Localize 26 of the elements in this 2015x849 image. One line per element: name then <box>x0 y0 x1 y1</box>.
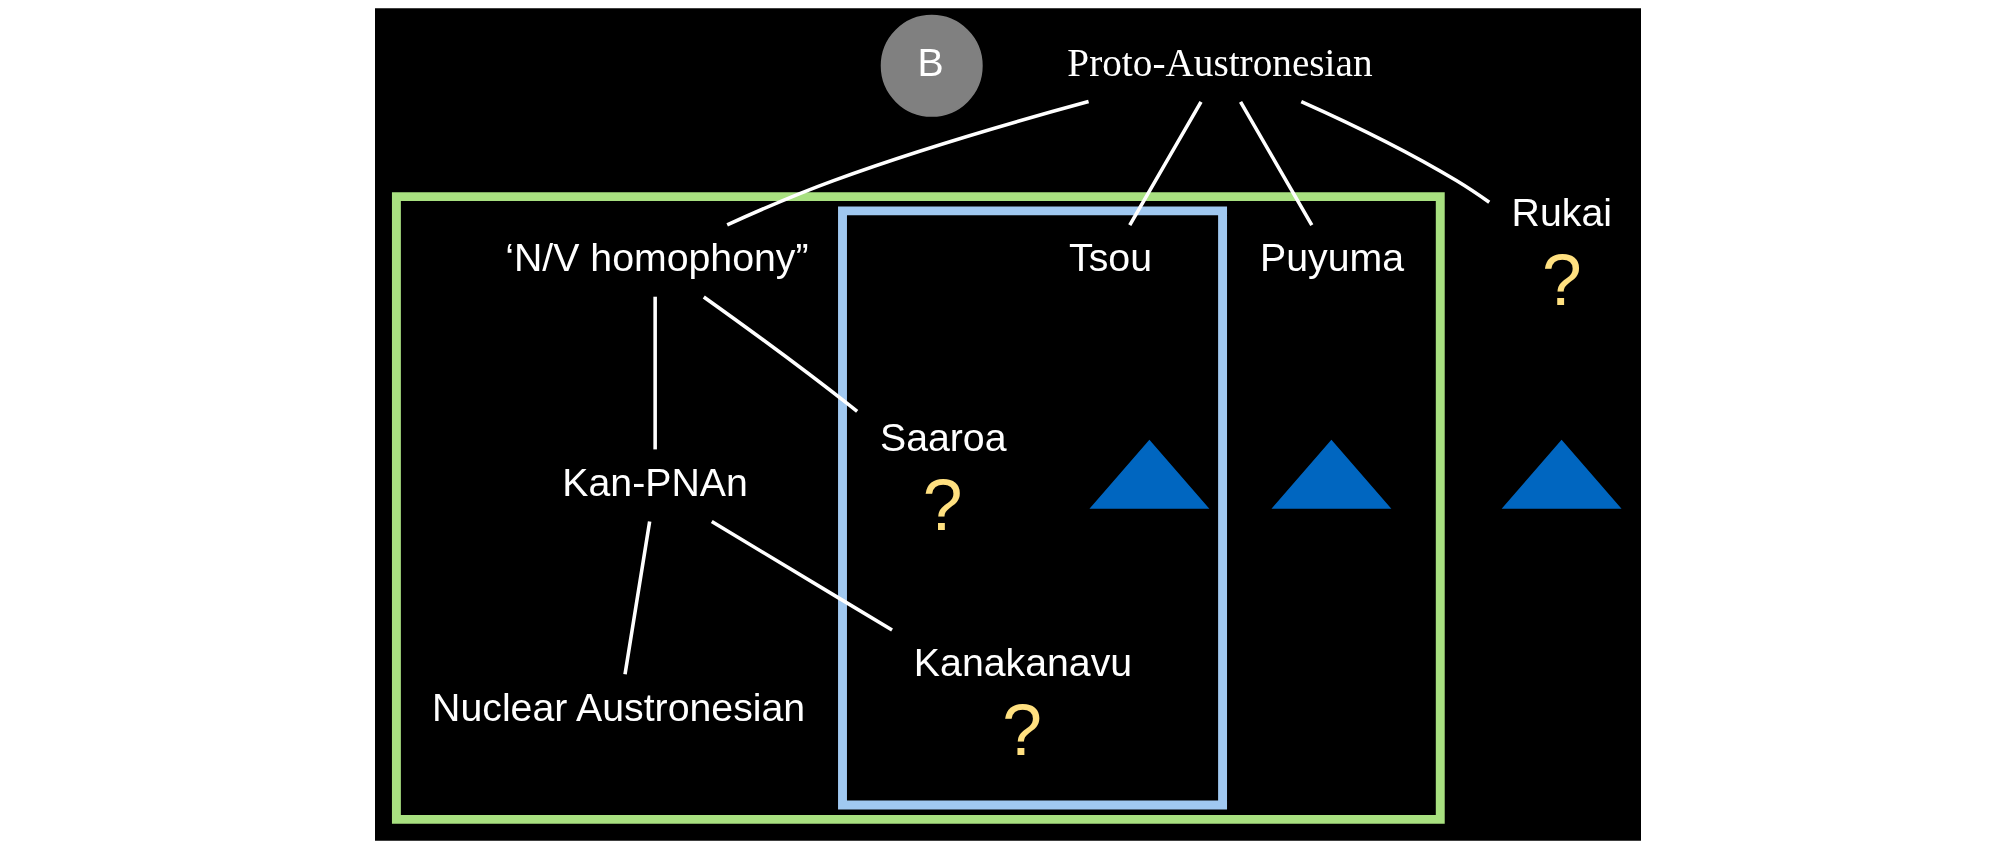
node-text: Saaroa <box>879 415 1007 460</box>
node-text: ‘N/V homophony” <box>504 234 809 279</box>
cluster <box>837 206 1227 810</box>
connector <box>702 295 858 413</box>
connector <box>1300 99 1490 204</box>
cluster <box>391 192 1445 824</box>
node-text: Tsou <box>1068 234 1152 279</box>
node-text: Nuclear Austronesian <box>431 684 805 729</box>
node-triangle <box>1270 439 1391 509</box>
node-text: Rukai <box>1511 190 1612 235</box>
node-text: Kan-PNAn <box>561 459 748 504</box>
node-label: ? <box>922 465 962 546</box>
connector <box>622 521 651 675</box>
node-circle: B <box>880 14 983 117</box>
connector <box>710 520 893 632</box>
connector <box>1127 100 1203 227</box>
connector <box>725 99 1089 227</box>
node-text: Kanakanavu <box>913 639 1132 684</box>
node-text: Proto-Austronesian <box>1066 40 1373 84</box>
connector <box>1238 100 1313 227</box>
node-triangle <box>1088 439 1209 509</box>
node-triangle <box>1501 439 1622 509</box>
connector <box>652 296 657 450</box>
node-label: ? <box>1541 240 1582 321</box>
node-text: Puyuma <box>1259 234 1404 279</box>
node-label: ? <box>1001 690 1042 771</box>
